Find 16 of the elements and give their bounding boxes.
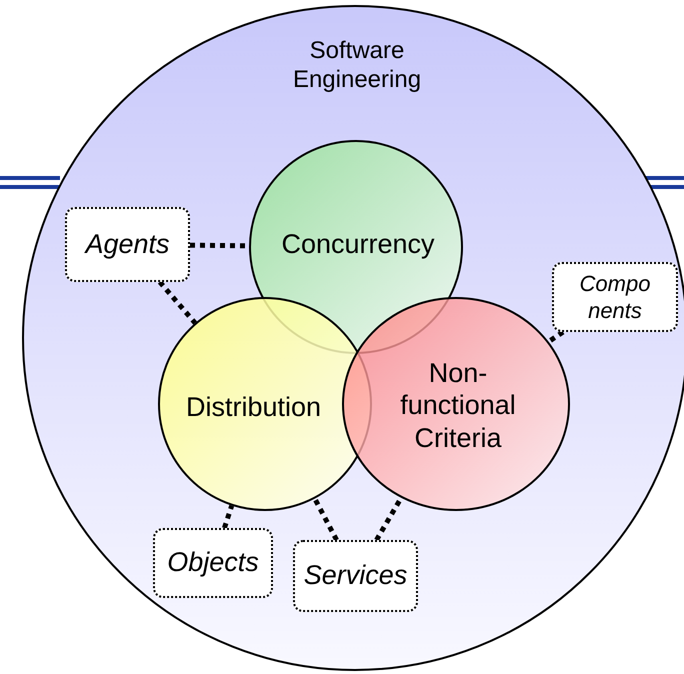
circle-label: Non- functional Criteria — [399, 357, 517, 454]
dotted-connector — [222, 504, 234, 529]
tag-label: Compo nents — [578, 270, 652, 324]
circle-label: Concurrency — [280, 228, 436, 260]
dotted-connector — [158, 280, 197, 325]
tag-label: Agents — [85, 228, 170, 261]
circle-label: Software Engineering — [292, 37, 422, 95]
dotted-connector — [547, 330, 564, 344]
term-tag — [153, 528, 273, 598]
tag-label: Objects — [167, 546, 259, 580]
dotted-connector — [312, 498, 339, 542]
circle-label: Distribution — [185, 391, 322, 424]
term-tag — [293, 540, 418, 612]
term-tag — [65, 207, 190, 282]
tag-label: Services — [304, 559, 408, 592]
term-tag — [552, 262, 678, 332]
